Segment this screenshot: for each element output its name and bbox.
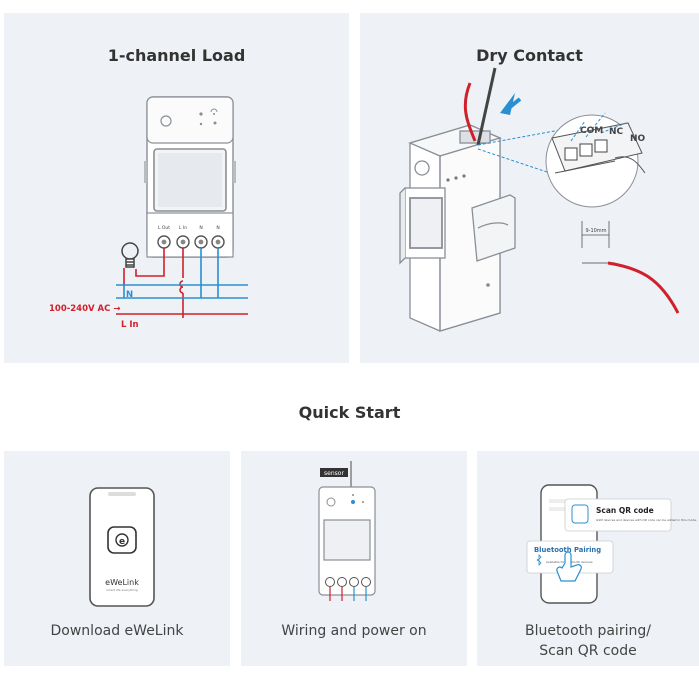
red-wire-top bbox=[463, 82, 477, 142]
button-icon bbox=[160, 115, 172, 127]
wiring bbox=[116, 248, 248, 318]
com-label: COM bbox=[580, 126, 603, 136]
load-panel-title: 1-channel Load bbox=[107, 46, 246, 65]
pairing-caption-1: Bluetooth pairing/ bbox=[525, 623, 651, 639]
display-screen-iso bbox=[409, 197, 443, 249]
wiring-device: sensor bbox=[318, 461, 376, 601]
sensor-tag bbox=[320, 468, 348, 477]
voltage-label: 100-240V AC → bbox=[49, 304, 120, 314]
lightbulb-icon bbox=[121, 242, 139, 268]
wiring-caption: Wiring and power on bbox=[281, 623, 427, 639]
screwdriver bbox=[476, 67, 497, 146]
scan-qr-desc: GSM devices and devices with QR code can… bbox=[596, 518, 697, 522]
phone-ewelink: e eWeLink smart life everything bbox=[89, 487, 155, 607]
app-tagline: smart life everything bbox=[106, 588, 137, 592]
qr-scan-icon bbox=[571, 504, 589, 524]
terminal-n2-label: N bbox=[216, 225, 219, 231]
switch-device bbox=[144, 96, 236, 258]
bluetooth-icon bbox=[536, 554, 542, 566]
button-iso bbox=[414, 160, 430, 176]
wiring-panel: sensor Wiring and power on bbox=[241, 451, 467, 666]
terminal-n1-label: N bbox=[199, 225, 202, 231]
hand-pointer-icon bbox=[556, 551, 582, 582]
phone-pairing: Scan QR code GSM devices and devices wit… bbox=[526, 484, 697, 604]
terminal-screws bbox=[157, 235, 225, 249]
pairing-panel: Scan QR code GSM devices and devices wit… bbox=[477, 451, 699, 666]
load-panel: 1-channel Load L Out L In N N bbox=[4, 13, 349, 363]
terminal-labels: L Out L In N N bbox=[158, 225, 220, 231]
svg-text:e: e bbox=[119, 537, 125, 547]
nc-label: NC bbox=[609, 127, 624, 137]
dry-contact-diagram: COM NC NO 9-10mm bbox=[399, 67, 680, 332]
load-wiring-diagram: L Out L In N N bbox=[49, 96, 248, 330]
pairing-caption-2: Scan QR code bbox=[539, 643, 637, 659]
stripped-wire: 9-10mm bbox=[581, 221, 680, 314]
arrow-icon bbox=[500, 93, 515, 115]
phone-icon bbox=[89, 487, 155, 607]
terminal-l-out-label: L Out bbox=[158, 225, 170, 231]
dry-panel: Dry Contact bbox=[360, 13, 699, 363]
app-name: eWeLink bbox=[105, 578, 139, 587]
no-label: NO bbox=[630, 134, 646, 144]
sensor-label: sensor bbox=[324, 470, 344, 477]
scan-qr-title: Scan QR code bbox=[596, 506, 654, 515]
download-caption: Download eWeLink bbox=[50, 623, 184, 639]
neutral-label: N bbox=[126, 290, 133, 300]
quick-start-title: Quick Start bbox=[298, 403, 401, 422]
strip-length-label: 9-10mm bbox=[585, 228, 606, 234]
live-in-label: L In bbox=[121, 320, 139, 330]
ewelink-logo-icon: e bbox=[107, 526, 137, 554]
download-panel: e eWeLink smart life everything Download… bbox=[4, 451, 230, 666]
scan-qr-card bbox=[564, 498, 672, 532]
contact-zoom-view bbox=[545, 112, 646, 208]
terminal-l-in-label: L In bbox=[179, 225, 187, 231]
dry-panel-title: Dry Contact bbox=[476, 46, 583, 65]
wifi-icon bbox=[210, 108, 218, 113]
switch-device-iso bbox=[399, 124, 516, 332]
bluetooth-title: Bluetooth Pairing bbox=[534, 546, 601, 554]
